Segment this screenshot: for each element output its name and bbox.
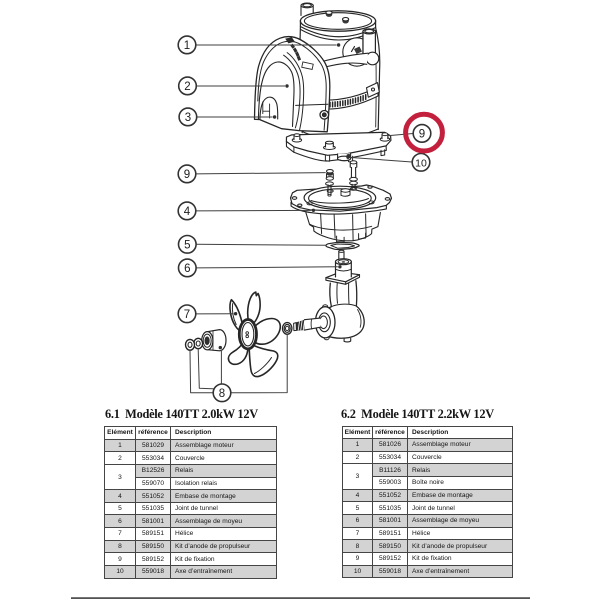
svg-text:10: 10 <box>415 157 427 169</box>
svg-text:4: 4 <box>184 206 191 218</box>
svg-text:7: 7 <box>184 309 190 321</box>
svg-text:5: 5 <box>184 239 190 251</box>
svg-text:2: 2 <box>184 81 190 93</box>
svg-text:6: 6 <box>184 263 190 275</box>
svg-text:9: 9 <box>419 129 425 141</box>
svg-text:9: 9 <box>184 169 190 181</box>
svg-text:1: 1 <box>184 40 190 52</box>
svg-text:8: 8 <box>219 388 225 400</box>
svg-text:3: 3 <box>185 112 191 124</box>
